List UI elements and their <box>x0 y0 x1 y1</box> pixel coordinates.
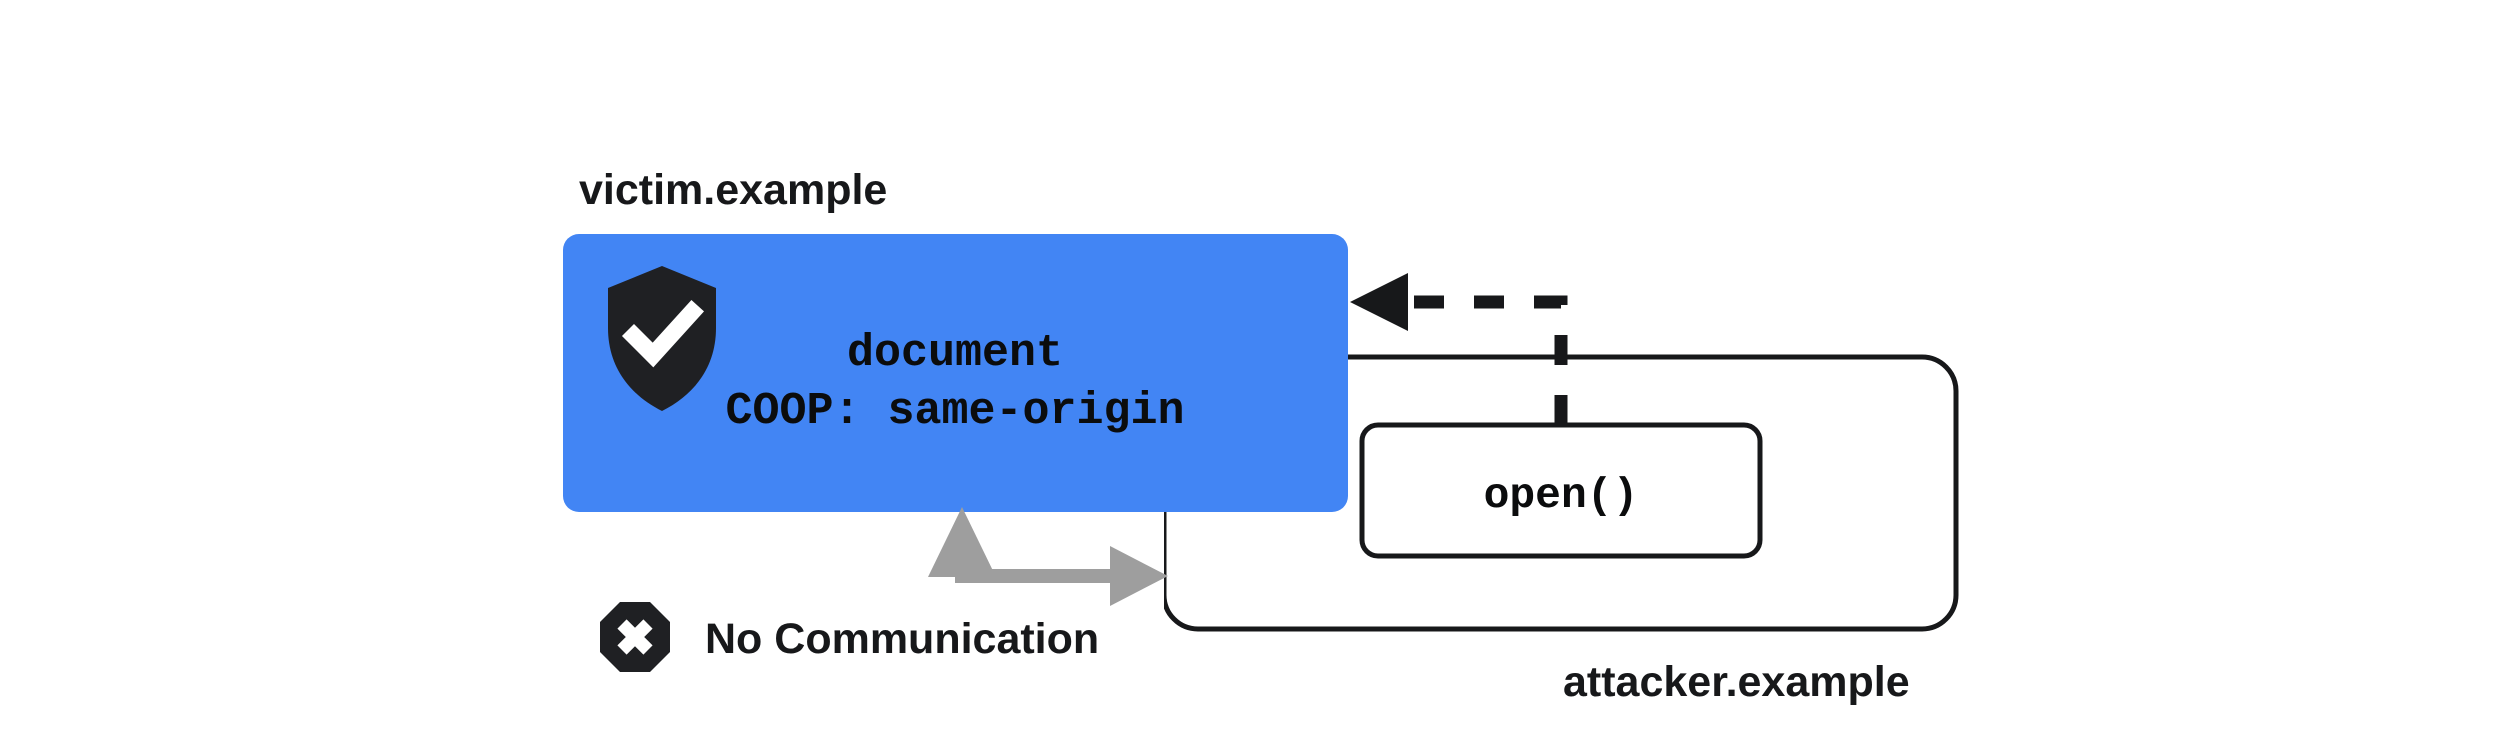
victim-origin-label: victim.example <box>579 166 887 214</box>
victim-document-box <box>563 234 1348 512</box>
victim-document-line1: document <box>847 328 1063 379</box>
no-communication-label: No Communication <box>705 615 1099 663</box>
attacker-origin-label: attacker.example <box>1563 658 1910 706</box>
victim-coop-line2: COOP: same-origin <box>725 386 1184 437</box>
no-communication-arrow <box>928 507 1168 606</box>
shield-check-icon <box>608 266 716 411</box>
open-call-label: open() <box>1484 471 1639 520</box>
octagon-x-icon <box>600 602 670 672</box>
open-dashed-arrow <box>1350 273 1568 425</box>
